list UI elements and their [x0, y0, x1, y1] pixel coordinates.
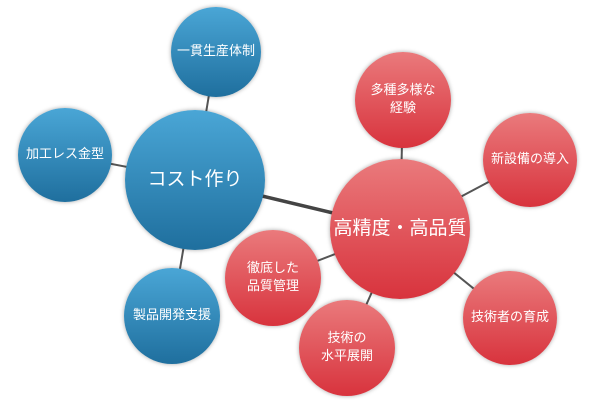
node-label: 製品開発支援 [132, 308, 211, 324]
hub-label: 高精度・高品質 [333, 217, 467, 240]
hub-label: コスト作り [147, 168, 243, 191]
hub-cost: コスト作り [125, 110, 265, 250]
node-label: 技術の 水平展開 [320, 331, 373, 364]
node-product-dev: 製品開発支援 [124, 268, 220, 364]
node-integrated-production: 一貫生産体制 [171, 7, 261, 97]
hub-quality: 高精度・高品質 [330, 159, 470, 299]
node-label: 一貫生産体制 [176, 44, 255, 60]
node-experience: 多種多様な 経験 [355, 52, 451, 148]
node-tech-sharing: 技術の 水平展開 [299, 300, 395, 396]
node-moldless: 加工レス金型 [18, 108, 112, 202]
node-engineer-training: 技術者の育成 [463, 271, 557, 365]
node-equipment: 新設備の導入 [483, 113, 577, 207]
node-label: 多種多様な 経験 [370, 83, 436, 116]
node-label: 技術者の育成 [470, 310, 549, 326]
node-label: 加工レス金型 [25, 147, 104, 163]
node-quality-control: 徹底した 品質管理 [225, 230, 321, 326]
node-label: 新設備の導入 [490, 152, 569, 168]
node-label: 徹底した 品質管理 [246, 261, 299, 294]
